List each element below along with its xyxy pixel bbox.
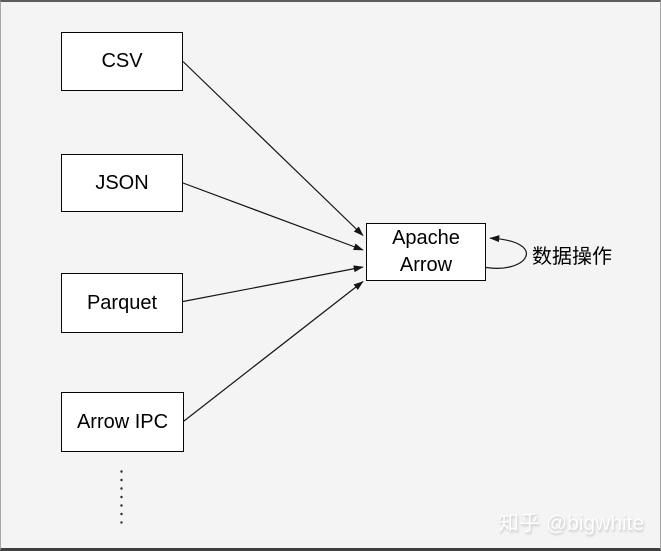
node-apache-arrow: Apache Arrow [366, 223, 486, 281]
node-apache-arrow-label-line2: Arrow [399, 254, 453, 276]
node-csv-label: CSV [101, 50, 143, 72]
arrow-json-to-apache-arrow [182, 182, 364, 251]
loop-label: 数据操作 [532, 246, 612, 268]
arrow-arrow-ipc-to-apache-arrow [183, 281, 364, 422]
node-json: JSON [61, 154, 183, 212]
node-parquet-label: Parquet [86, 291, 158, 314]
node-arrow-ipc-label: Arrow IPC [76, 410, 169, 433]
node-json-label: JSON [95, 171, 149, 194]
node-csv: CSV [61, 32, 183, 91]
arrow-parquet-to-apache-arrow [182, 265, 364, 303]
node-parquet: Parquet [61, 273, 183, 333]
watermark: 知乎 @bigwhite [498, 512, 645, 535]
node-apache-arrow-label-line1: Apache [392, 227, 460, 249]
self-loop-arrow [485, 235, 527, 269]
node-arrow-ipc: Arrow IPC [61, 392, 184, 452]
arrow-csv-to-apache-arrow [182, 61, 364, 236]
